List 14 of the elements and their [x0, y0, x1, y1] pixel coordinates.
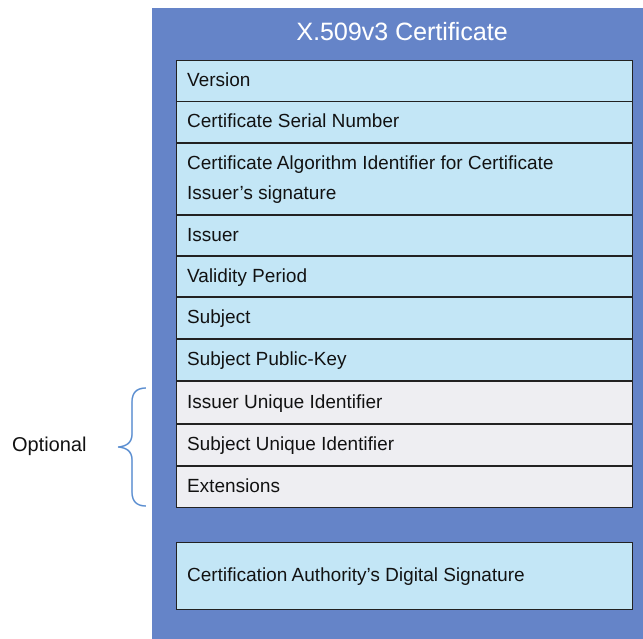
- field-row: Validity Period: [176, 256, 633, 297]
- field-row: Extensions: [176, 466, 633, 508]
- field-row: Subject: [176, 297, 633, 339]
- field-row: Subject Public-Key: [176, 339, 633, 381]
- optional-label: Optional: [12, 434, 86, 457]
- field-row: Version: [176, 60, 633, 102]
- field-row: Certificate Algorithm Identifier for Certificate Issuer’s signature: [176, 143, 633, 215]
- field-row: Issuer Unique Identifier: [176, 381, 633, 424]
- field-row: Subject Unique Identifier: [176, 424, 633, 466]
- field-row: Issuer: [176, 215, 633, 256]
- field-row: Certificate Serial Number: [176, 101, 633, 143]
- field-row: Certification Authority’s Digital Signature: [176, 542, 633, 610]
- certificate-title: X.509v3 Certificate: [295, 18, 509, 47]
- certificate-panel: [152, 8, 643, 639]
